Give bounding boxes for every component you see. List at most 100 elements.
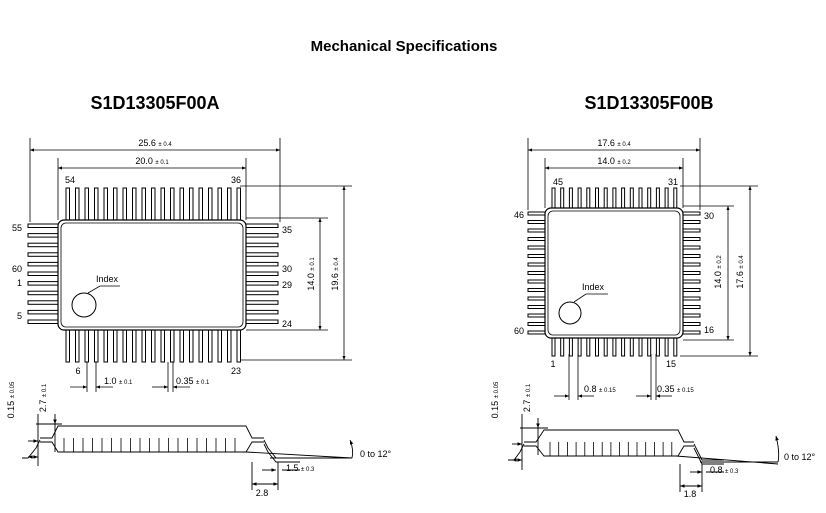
lead bbox=[629, 337, 634, 357]
lead bbox=[527, 262, 546, 267]
pin-label: 15 bbox=[666, 359, 676, 369]
dim-foot-length-a: 1.5 ± 0.3 bbox=[286, 463, 315, 473]
lead bbox=[621, 337, 626, 357]
lead bbox=[527, 245, 546, 250]
lead bbox=[664, 187, 669, 209]
lead bbox=[682, 254, 701, 258]
lead bbox=[595, 187, 599, 209]
pin-label: 24 bbox=[282, 319, 292, 329]
lead bbox=[682, 271, 701, 275]
lead bbox=[113, 329, 118, 363]
lead bbox=[647, 187, 652, 209]
lead bbox=[527, 271, 546, 275]
lead bbox=[208, 187, 213, 221]
lead bbox=[603, 337, 608, 357]
lead bbox=[141, 329, 146, 363]
lead bbox=[527, 313, 546, 318]
lead bbox=[27, 300, 59, 305]
dim-lead-span-b: 1.8 bbox=[684, 489, 697, 499]
lead bbox=[189, 329, 194, 363]
lead bbox=[27, 309, 59, 315]
lead bbox=[629, 187, 634, 209]
lead bbox=[132, 187, 137, 221]
lead bbox=[560, 187, 565, 209]
lead bbox=[27, 242, 59, 248]
lead bbox=[217, 187, 222, 221]
dim-pitch-a: 1.0 ± 0.1 bbox=[104, 376, 133, 386]
lead bbox=[122, 329, 127, 363]
lead bbox=[132, 329, 137, 363]
lead bbox=[27, 290, 59, 296]
lead bbox=[527, 220, 546, 224]
package-a: S1D13305F00A Index bbox=[6, 93, 392, 498]
lead bbox=[577, 337, 582, 357]
lead bbox=[647, 337, 652, 357]
pin-label: 46 bbox=[514, 210, 524, 220]
dim-body-width-b: 14.0 ± 0.2 bbox=[597, 156, 631, 166]
lead bbox=[664, 337, 669, 357]
dim-standoff-b: 0.15 ± 0.05 bbox=[490, 381, 500, 418]
lead bbox=[682, 228, 701, 233]
dim-thickness-b: 2.7 ± 0.1 bbox=[522, 383, 532, 412]
lead bbox=[568, 187, 573, 209]
lead bbox=[568, 337, 573, 357]
side-view-b bbox=[508, 414, 780, 492]
dim-angle-a: 0 to 12° bbox=[360, 449, 392, 459]
lead bbox=[198, 187, 203, 221]
lead bbox=[245, 319, 279, 324]
lead bbox=[236, 329, 241, 363]
pin-label: 45 bbox=[553, 177, 563, 187]
lead bbox=[682, 220, 701, 224]
pin-label: 16 bbox=[704, 325, 714, 335]
lead bbox=[682, 305, 701, 309]
lead bbox=[527, 237, 546, 241]
dim-body-height-a: 14.0 ± 0.1 bbox=[306, 257, 316, 291]
lead bbox=[682, 313, 701, 318]
lead bbox=[612, 337, 617, 357]
lead bbox=[527, 296, 546, 301]
dim-overall-height-a: 19.6 ± 0.4 bbox=[330, 257, 340, 291]
dim-overall-height-b: 17.6 ± 0.4 bbox=[735, 255, 745, 289]
lead bbox=[527, 279, 546, 284]
dim-body-height-b: 14.0 ± 0.2 bbox=[713, 255, 723, 289]
dim-overall-width-b: 17.6 ± 0.4 bbox=[597, 138, 631, 148]
pin-label: 55 bbox=[12, 223, 22, 233]
lead bbox=[682, 279, 701, 284]
pin-label: 30 bbox=[282, 264, 292, 274]
dim-thickness-a: 2.7 ± 0.1 bbox=[38, 383, 48, 412]
lead bbox=[527, 305, 546, 309]
lead bbox=[27, 223, 59, 228]
lead bbox=[586, 337, 591, 357]
lead bbox=[84, 187, 89, 221]
pin-label: 1 bbox=[550, 359, 555, 369]
lead bbox=[245, 290, 279, 296]
lead bbox=[198, 329, 203, 363]
lead bbox=[227, 329, 232, 363]
lead bbox=[527, 228, 546, 233]
package-b: S1D13305F00B Index bbox=[490, 93, 816, 499]
package-body-b bbox=[544, 207, 684, 339]
lead bbox=[160, 329, 165, 363]
lead bbox=[245, 233, 279, 238]
lead bbox=[577, 187, 582, 209]
lead bbox=[527, 288, 546, 292]
lead bbox=[236, 187, 241, 221]
pin-label: 31 bbox=[668, 177, 678, 187]
index-marker-a bbox=[71, 292, 97, 318]
lead bbox=[527, 254, 546, 258]
lead bbox=[75, 187, 80, 221]
lead bbox=[245, 300, 279, 305]
lead bbox=[75, 329, 80, 363]
pin-label: 5 bbox=[17, 311, 22, 321]
lead bbox=[170, 329, 175, 363]
lead bbox=[603, 187, 608, 209]
lead bbox=[245, 261, 279, 267]
part-number-a: S1D13305F00A bbox=[90, 93, 219, 113]
pin-label: 29 bbox=[282, 280, 292, 290]
lead bbox=[586, 187, 591, 209]
lead bbox=[217, 329, 222, 363]
dim-overall-width-a: 25.6 ± 0.4 bbox=[138, 138, 172, 148]
lead bbox=[527, 211, 546, 216]
